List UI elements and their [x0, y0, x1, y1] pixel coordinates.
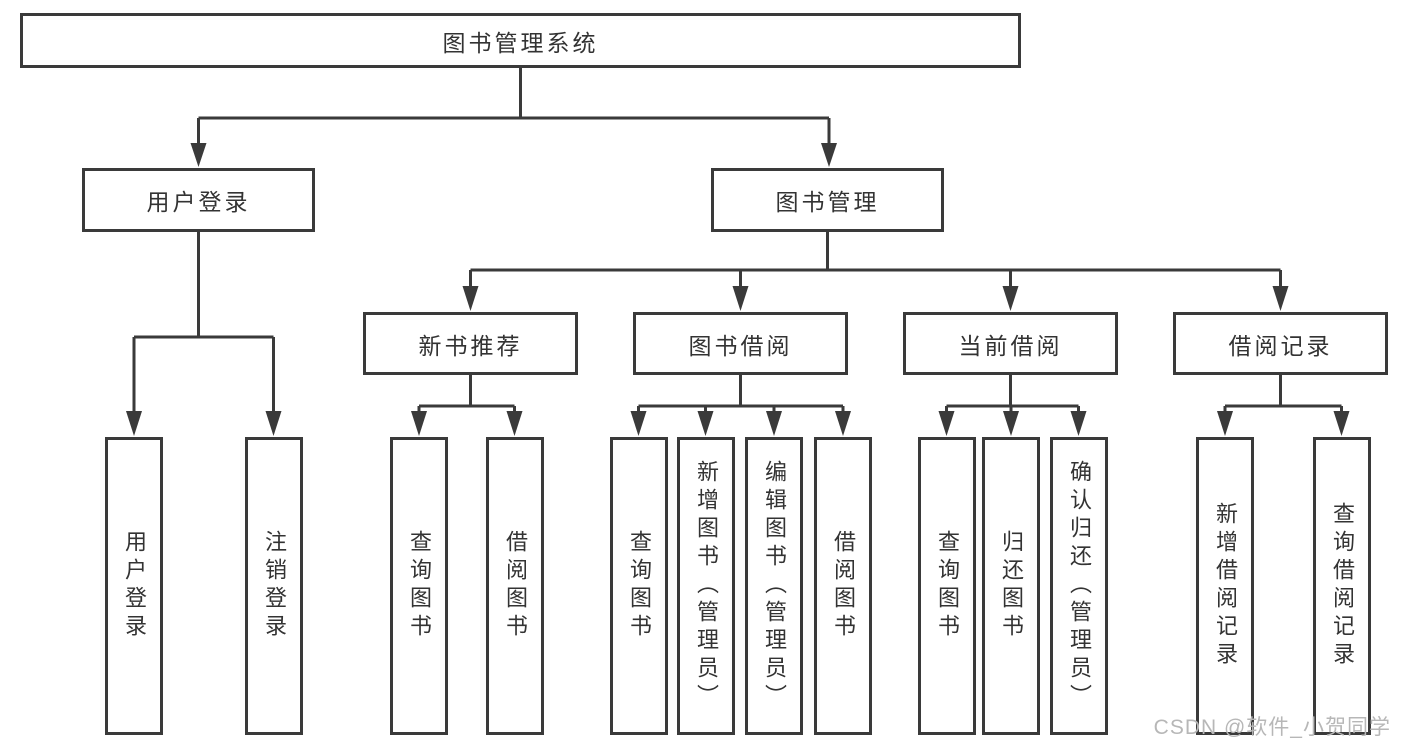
leaf-borrow-borrow-books: 借阅图书	[814, 437, 872, 735]
connector-root	[190, 68, 837, 167]
leaf-current-confirm-return-admin: 确认归还（管理员）	[1050, 437, 1108, 735]
leaf-borrow-edit-books-admin: 编辑图书（管理员）	[745, 437, 803, 735]
leaf-borrow-add-books-admin: 新增图书（管理员）	[677, 437, 735, 735]
leaf-current-query-books: 查询图书	[918, 437, 976, 735]
node-user-login: 用户登录	[82, 168, 315, 232]
csdn-watermark: CSDN @软件_小贺同学	[1153, 716, 1391, 739]
leaf-current-confirm-return-admin-label: 确认归还（管理员）	[1067, 460, 1092, 712]
leaf-recommend-query-books: 查询图书	[390, 437, 448, 735]
node-book-management: 图书管理	[711, 168, 944, 232]
leaf-logout-label: 注销登录	[262, 530, 287, 642]
leaf-records-query-record-label: 查询借阅记录	[1330, 502, 1355, 670]
node-book-management-label: 图书管理	[775, 189, 880, 215]
node-library-system: 图书管理系统	[20, 13, 1021, 68]
connector-user-login	[126, 232, 282, 436]
connector-new-book-recommend	[411, 375, 523, 436]
leaf-current-query-books-label: 查询图书	[935, 530, 960, 642]
connector-book-management	[462, 232, 1289, 311]
node-current-borrow: 当前借阅	[903, 312, 1118, 375]
leaf-recommend-borrow-books-label: 借阅图书	[503, 530, 528, 642]
node-library-system-label: 图书管理系统	[442, 29, 599, 56]
leaf-borrow-borrow-books-label: 借阅图书	[831, 530, 856, 642]
leaf-records-add-record: 新增借阅记录	[1196, 437, 1254, 735]
node-borrow-records: 借阅记录	[1173, 312, 1388, 375]
leaf-logout: 注销登录	[245, 437, 303, 735]
leaf-user-login: 用户登录	[105, 437, 163, 735]
leaf-borrow-edit-books-admin-label: 编辑图书（管理员）	[762, 460, 787, 712]
leaf-records-add-record-label: 新增借阅记录	[1213, 502, 1238, 670]
leaf-borrow-query-books-label: 查询图书	[627, 530, 652, 642]
leaf-recommend-borrow-books: 借阅图书	[486, 437, 544, 735]
node-book-borrow-label: 图书借阅	[688, 332, 793, 359]
leaf-borrow-add-books-admin-label: 新增图书（管理员）	[694, 460, 719, 712]
connector-borrow-records	[1217, 375, 1350, 436]
node-new-book-recommend: 新书推荐	[363, 312, 578, 375]
leaf-current-return-books-label: 归还图书	[999, 530, 1024, 642]
node-user-login-label: 用户登录	[146, 189, 251, 215]
node-book-borrow: 图书借阅	[633, 312, 848, 375]
node-current-borrow-label: 当前借阅	[958, 332, 1063, 359]
connector-book-borrow	[630, 375, 851, 436]
connector-current-borrow	[938, 375, 1087, 436]
node-borrow-records-label: 借阅记录	[1228, 332, 1333, 359]
leaf-borrow-query-books: 查询图书	[610, 437, 668, 735]
leaf-records-query-record: 查询借阅记录	[1313, 437, 1371, 735]
leaf-recommend-query-books-label: 查询图书	[407, 530, 432, 642]
leaf-current-return-books: 归还图书	[982, 437, 1040, 735]
node-new-book-recommend-label: 新书推荐	[418, 332, 523, 359]
leaf-user-login-label: 用户登录	[122, 530, 147, 642]
